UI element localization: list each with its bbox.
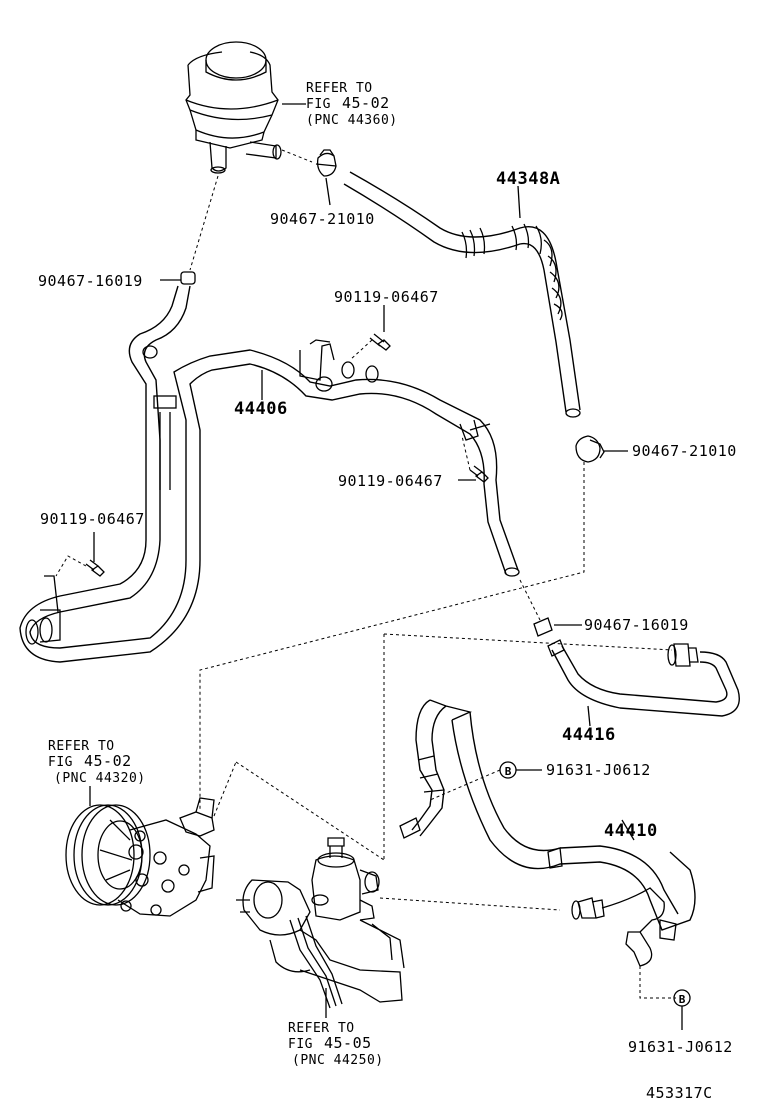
pump-ref-line1: REFER TO <box>48 739 115 754</box>
gear-ref-pnc: (PNC 44250) <box>292 1053 384 1068</box>
clamp-lower-icon[interactable] <box>533 617 553 637</box>
hose-44410[interactable] <box>399 699 696 967</box>
bolt-top-icon[interactable] <box>369 333 391 351</box>
reservoir-ref-fig: FIG <box>306 97 331 112</box>
marker-b-upper-label: B <box>505 765 512 778</box>
label-clamp-right[interactable]: 90467-21010 <box>632 442 737 460</box>
label-pipe-44406[interactable]: 44406 <box>234 399 288 419</box>
gear-ref-line1: REFER TO <box>288 1021 355 1036</box>
pump-ref-pnc: (PNC 44320) <box>54 771 146 786</box>
illustration-id: 453317C <box>646 1084 713 1102</box>
gear-ref-fig-num: 45-05 <box>324 1034 372 1052</box>
bolt-left-icon[interactable] <box>85 559 105 577</box>
pump-ref-fig: FIG <box>48 755 73 770</box>
power-steering-pump <box>65 797 215 917</box>
label-bolt-top[interactable]: 90119-06467 <box>334 288 439 306</box>
label-hose-44348A[interactable]: 44348A <box>496 169 560 189</box>
reservoir-tank <box>185 41 282 174</box>
label-gasket-b-upper[interactable]: 91631-J0612 <box>546 761 651 779</box>
label-gasket-b-lower[interactable]: 91631-J0612 <box>628 1038 733 1056</box>
marker-b-lower: B <box>673 989 691 1007</box>
marker-b-upper: B <box>499 761 517 779</box>
marker-b-lower-label: B <box>679 993 686 1006</box>
bolt-mid-icon[interactable] <box>469 465 489 483</box>
pipe-44416[interactable] <box>547 639 740 717</box>
label-clamp-lower[interactable]: 90467-16019 <box>584 616 689 634</box>
label-hose-44410[interactable]: 44410 <box>604 821 658 841</box>
label-bolt-left[interactable]: 90119-06467 <box>40 510 145 528</box>
clamp-top-icon[interactable] <box>315 149 337 177</box>
clamp-right-icon[interactable] <box>575 435 605 463</box>
pump-ref-fig-num: 45-02 <box>84 752 132 770</box>
gear-ref-fig: FIG <box>288 1037 313 1052</box>
steering-gear-box <box>236 837 405 1009</box>
clamp-left-icon[interactable] <box>180 271 196 285</box>
label-clamp-top[interactable]: 90467-21010 <box>270 210 375 228</box>
label-clamp-left[interactable]: 90467-16019 <box>38 272 143 290</box>
reservoir-ref-fig-num: 45-02 <box>342 94 390 112</box>
pipe-44406[interactable] <box>19 285 520 663</box>
reservoir-ref-pnc: (PNC 44360) <box>306 113 398 128</box>
label-bolt-mid[interactable]: 90119-06467 <box>338 472 443 490</box>
reservoir-ref-line1: REFER TO <box>306 81 373 96</box>
hose-44348A[interactable] <box>343 171 581 418</box>
label-pipe-44416[interactable]: 44416 <box>562 725 616 745</box>
